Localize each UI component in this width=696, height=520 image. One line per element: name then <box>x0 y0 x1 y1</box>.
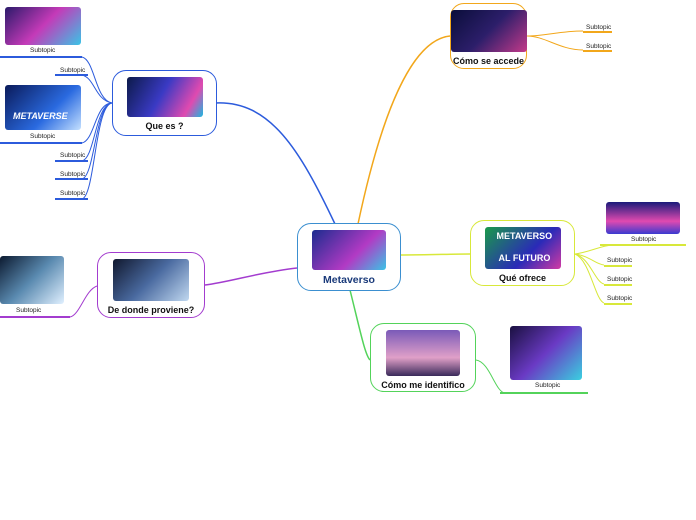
que-es-subtopic-4[interactable]: Subtopic <box>60 152 86 159</box>
branch-node-que-es[interactable]: Que es ? <box>112 70 217 136</box>
que-ofrece-label: Qué ofrece <box>498 273 547 283</box>
de-donde-image <box>113 259 189 301</box>
que-es-image <box>126 77 203 117</box>
como-accede-label: Cómo se accede <box>452 56 525 66</box>
que-ofrece-subtopic-4[interactable]: Subtopic <box>607 295 633 302</box>
central-node[interactable]: Metaverso <box>297 223 401 291</box>
que-ofrece-subtopic-3[interactable]: Subtopic <box>607 276 633 283</box>
que-es-label: Que es ? <box>145 121 184 131</box>
metaverso-banner-text: METAVERSO <box>496 231 553 241</box>
como-identifico-image <box>386 330 460 376</box>
de-donde-subtopic-image <box>0 256 64 304</box>
como-accede-subtopic-1[interactable]: Subtopic <box>586 24 612 31</box>
como-identifico-subtopic-1[interactable]: Subtopic <box>535 382 561 389</box>
que-es-subtopic-6[interactable]: Subtopic <box>60 190 86 197</box>
que-ofrece-subtopic-1[interactable]: Subtopic <box>631 236 657 243</box>
branch-node-de-donde[interactable]: De donde proviene? <box>97 252 205 318</box>
central-label: Metaverso <box>323 274 375 286</box>
branch-node-que-ofrece[interactable]: METAVERSO AL FUTURO Qué ofrece <box>470 220 575 286</box>
que-es-subtopic-1[interactable]: Subtopic <box>30 47 56 54</box>
que-ofrece-subtopic-image <box>606 202 680 234</box>
como-accede-subtopic-2[interactable]: Subtopic <box>586 43 612 50</box>
como-accede-image <box>450 10 527 52</box>
como-identifico-subtopic-image <box>510 326 582 380</box>
que-ofrece-image: METAVERSO AL FUTURO <box>484 227 561 269</box>
que-es-subtopic-image-2: METAVERSE <box>5 85 81 130</box>
branch-node-como-accede[interactable]: Cómo se accede <box>450 3 527 69</box>
que-es-subtopic-image-1 <box>5 7 81 45</box>
metaverse-logo-text: METAVERSE <box>13 111 68 121</box>
futuro-banner-text: AL FUTURO <box>498 253 551 263</box>
que-es-subtopic-3[interactable]: Subtopic <box>30 133 56 140</box>
que-es-subtopic-5[interactable]: Subtopic <box>60 171 86 178</box>
que-ofrece-subtopic-2[interactable]: Subtopic <box>607 257 633 264</box>
de-donde-subtopic-1[interactable]: Subtopic <box>16 307 42 314</box>
branch-node-como-identifico[interactable]: Cómo me identifico <box>370 323 476 392</box>
que-es-subtopic-2[interactable]: Subtopic <box>60 67 86 74</box>
central-image <box>312 230 386 270</box>
como-identifico-label: Cómo me identifico <box>381 380 465 390</box>
de-donde-label: De donde proviene? <box>107 305 195 315</box>
